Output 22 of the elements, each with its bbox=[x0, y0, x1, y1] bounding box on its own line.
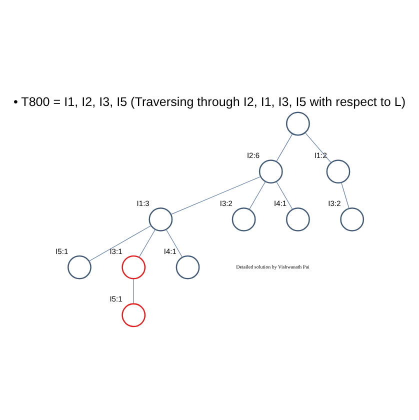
node-circle bbox=[286, 207, 310, 232]
connector bbox=[138, 229, 156, 258]
connector bbox=[276, 133, 293, 162]
node-circle bbox=[122, 303, 146, 328]
node-circle bbox=[258, 160, 283, 184]
connector bbox=[341, 182, 350, 209]
connector bbox=[248, 181, 266, 210]
connector bbox=[276, 181, 293, 210]
diagram-title: • T800 = I1, I2, I3, I5 (Traversing through I2, I1, I3, I5 with respect to L) bbox=[13, 95, 406, 110]
node-circle bbox=[286, 112, 310, 136]
connector bbox=[133, 278, 134, 304]
connector bbox=[166, 229, 183, 258]
connector bbox=[88, 225, 152, 262]
node-circle bbox=[176, 255, 200, 280]
node-circle bbox=[232, 207, 256, 232]
node-circle bbox=[326, 160, 350, 184]
node-circle bbox=[68, 255, 92, 280]
node-circle bbox=[148, 207, 173, 232]
connector bbox=[304, 132, 332, 164]
node-circle bbox=[340, 207, 364, 232]
connector bbox=[170, 176, 261, 215]
node-circle bbox=[122, 255, 146, 280]
